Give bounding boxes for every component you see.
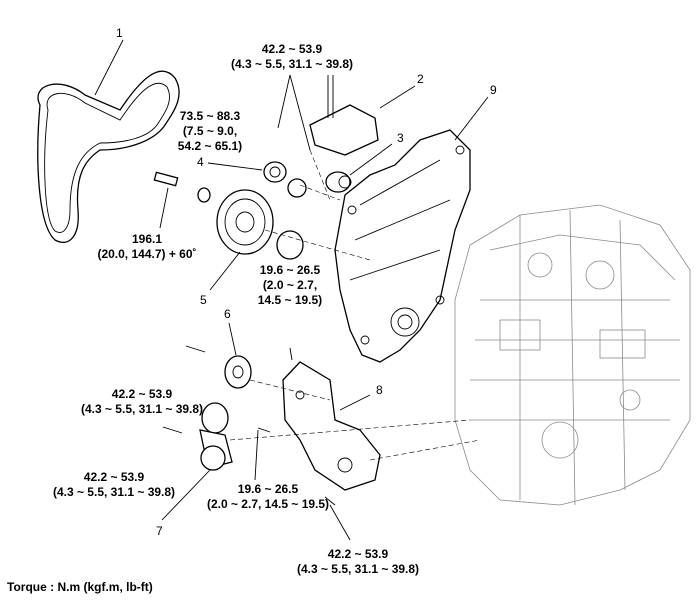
bracket-part-2: [309, 75, 379, 156]
torque-units-footer: Torque : N.m (kgf.m, lb-ft): [7, 580, 153, 594]
torque-bracket-bottom: 42.2 ~ 53.9 (4.3 ~ 5.5, 31.1 ~ 39.8): [296, 547, 420, 576]
callout-4: 4: [197, 155, 204, 169]
idler-pulley-4: [263, 161, 307, 198]
torque-tensioner-bolt: 42.2 ~ 53.9 (4.3 ~ 5.5, 31.1 ~ 39.8): [52, 470, 176, 499]
callout-9: 9: [490, 83, 497, 97]
torque-bracket-upper: 19.6 ~ 26.5 (2.0 ~ 2.7, 14.5 ~ 19.5): [257, 263, 323, 307]
callout-1: 1: [116, 26, 123, 40]
auto-tensioner: [162, 402, 233, 471]
drive-belt: [37, 70, 180, 243]
callout-6: 6: [224, 307, 231, 321]
crankshaft-damper-pulley: [153, 171, 304, 260]
torque-bracket-lower: 19.6 ~ 26.5 (2.0 ~ 2.7, 14.5 ~ 19.5): [206, 482, 330, 511]
timing-chain-cover: [334, 129, 471, 363]
torque-top-bolts: 42.2 ~ 53.9 (4.3 ~ 5.5, 31.1 ~ 39.8): [230, 42, 354, 71]
torque-idler-bolt: 73.5 ~ 88.3 (7.5 ~ 9.0, 54.2 ~ 65.1): [177, 109, 243, 153]
engine-block-outline: [454, 204, 691, 506]
callout-8: 8: [376, 383, 383, 397]
callout-2: 2: [417, 72, 424, 86]
torque-idler6-bolt: 42.2 ~ 53.9 (4.3 ~ 5.5, 31.1 ~ 39.8): [80, 387, 204, 416]
idler-pulley-6: [185, 345, 252, 389]
alignment-lines: [229, 149, 481, 461]
callout-7: 7: [156, 524, 163, 538]
callout-3: 3: [397, 131, 404, 145]
callout-5: 5: [200, 293, 207, 307]
leader-lines: [94, 39, 489, 541]
torque-crank-bolt: 196.1 (20.0, 144.7) + 60˚: [97, 232, 197, 261]
idler-pulley-3: [325, 171, 352, 193]
accessory-bracket: [257, 347, 381, 506]
